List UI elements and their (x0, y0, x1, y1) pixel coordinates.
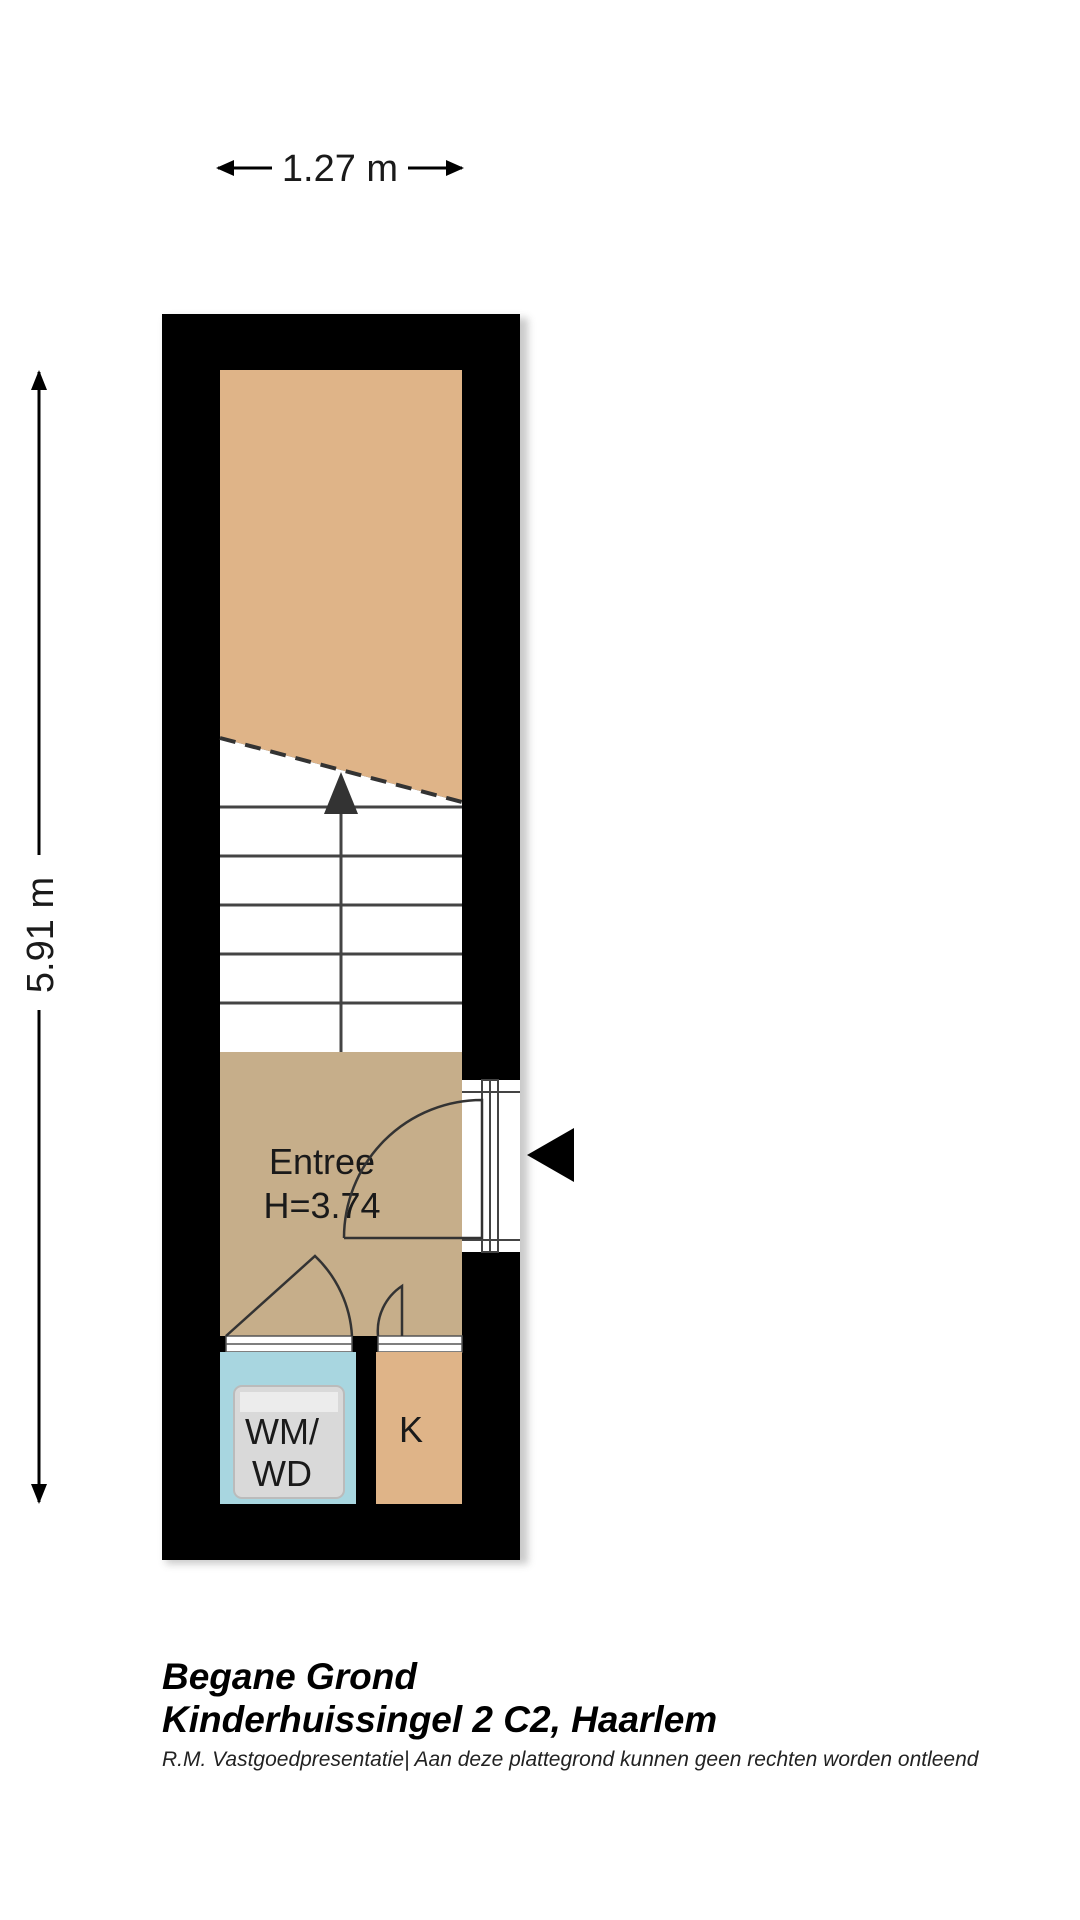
stairs-direction-arrow (324, 772, 358, 814)
entree-name: Entree (269, 1141, 375, 1182)
laundry-door (225, 1254, 354, 1353)
washer-dryer-icon (233, 1385, 345, 1499)
disclaimer: R.M. Vastgoedpresentatie| Aan deze platt… (162, 1748, 979, 1771)
storage-area (220, 370, 462, 802)
front-door (342, 1079, 520, 1253)
width-dimension: 1.27 m (216, 148, 464, 190)
laundry-door-swing (225, 1254, 354, 1337)
entree-height: H=3.74 (263, 1185, 380, 1226)
floor-name: Begane Grond (162, 1656, 417, 1697)
height-arrow-top-head (31, 370, 47, 390)
wm-label-line2: WD (252, 1453, 312, 1494)
entree-room (220, 1052, 462, 1336)
width-label: 1.27 m (282, 148, 398, 190)
wm-label-line1: WM/ (245, 1411, 319, 1452)
divider-wall (356, 1336, 376, 1504)
k-door-swing (376, 1283, 404, 1337)
door-swing-arc (342, 1098, 484, 1240)
address: Kinderhuissingel 2 C2, Haarlem (162, 1699, 718, 1740)
staircase (219, 736, 463, 1052)
stairs-break-line (219, 736, 463, 804)
height-arrow-bottom-head (31, 1484, 47, 1504)
height-dimension: 5.91 m (20, 370, 62, 1504)
entrance-arrow-icon (527, 1128, 574, 1182)
k-label: K (399, 1409, 423, 1450)
height-label: 5.91 m (20, 877, 62, 993)
width-arrow-right-head (446, 160, 464, 176)
washer-panel (240, 1392, 338, 1412)
k-room (376, 1352, 462, 1504)
width-arrow-left-head (216, 160, 234, 176)
